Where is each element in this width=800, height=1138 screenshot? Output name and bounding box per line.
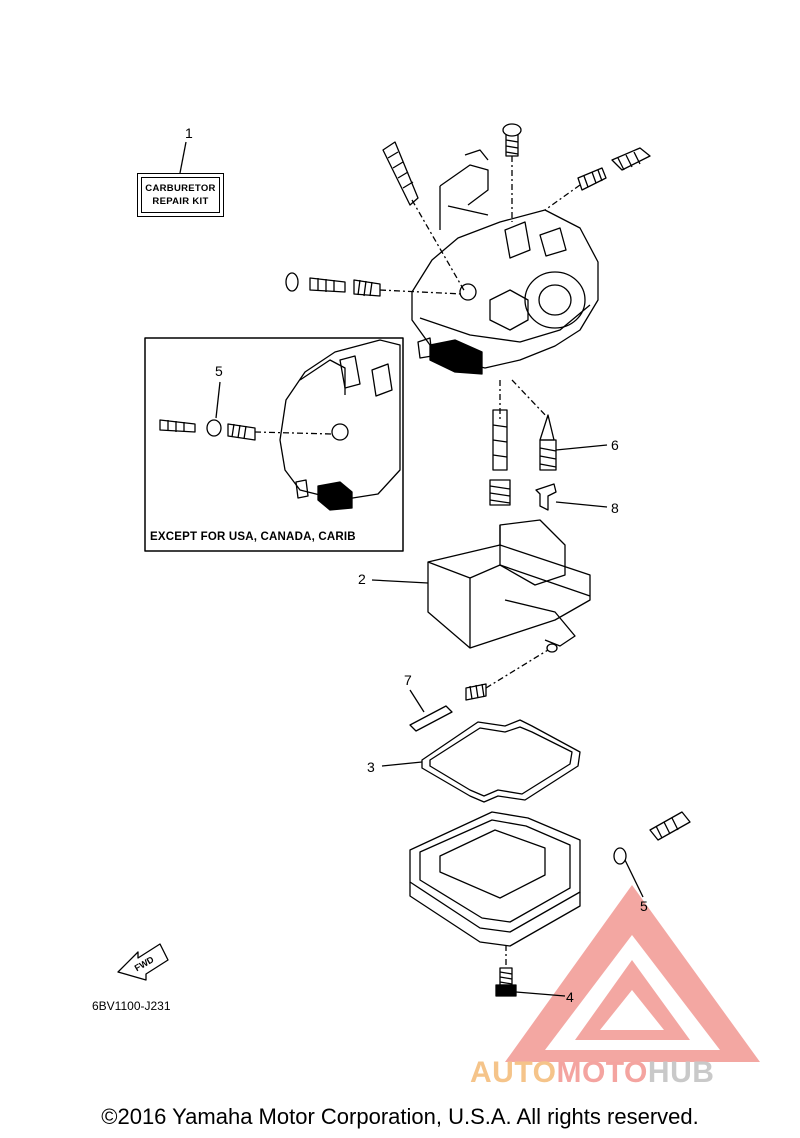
top-screw bbox=[502, 123, 522, 222]
callout-3: 3 bbox=[367, 759, 375, 775]
callout-2: 2 bbox=[358, 571, 366, 587]
inset-carburetor bbox=[159, 339, 401, 511]
callout-7: 7 bbox=[404, 672, 412, 688]
kit-label-line2: REPAIR KIT bbox=[152, 196, 209, 207]
carburetor-body bbox=[411, 149, 599, 375]
diagram-code: 6BV1100-J231 bbox=[92, 999, 171, 1013]
repair-kit-label: CARBURETOR REPAIR KIT bbox=[137, 173, 224, 217]
leader-line-1 bbox=[179, 141, 187, 174]
fwd-arrow-icon bbox=[117, 943, 169, 981]
callout-8: 8 bbox=[611, 500, 619, 516]
float-clip bbox=[535, 483, 608, 511]
float-pin-spring bbox=[465, 649, 549, 701]
float bbox=[371, 519, 591, 653]
gasket bbox=[381, 719, 581, 803]
callout-5-main: 5 bbox=[640, 898, 648, 914]
callout-1: 1 bbox=[185, 125, 193, 141]
watermark-brand: AUTOMOTOHUB bbox=[470, 1056, 714, 1090]
main-jet-assembly bbox=[489, 380, 511, 506]
brand-part-moto: MOTO bbox=[556, 1056, 648, 1089]
watermark-logo bbox=[505, 885, 760, 1062]
pilot-screw-assembly bbox=[544, 147, 651, 211]
brand-part-hub: HUB bbox=[647, 1056, 715, 1089]
jet-needle bbox=[382, 141, 466, 293]
inset-caption: EXCEPT FOR USA, CANADA, CARIB bbox=[150, 531, 356, 543]
callout-4: 4 bbox=[566, 989, 574, 1005]
float-bowl bbox=[409, 811, 581, 968]
kit-label-line1: CARBURETOR bbox=[145, 183, 216, 194]
brand-part-auto: AUTO bbox=[470, 1056, 557, 1089]
inset-frame bbox=[144, 337, 404, 552]
callout-5-inset: 5 bbox=[215, 363, 223, 379]
bowl-screw bbox=[495, 967, 566, 997]
drain-screw bbox=[613, 811, 691, 898]
throttle-stop-screw bbox=[285, 272, 463, 297]
needle-valve bbox=[511, 379, 608, 471]
copyright-notice: ©2016 Yamaha Motor Corporation, U.S.A. A… bbox=[101, 1104, 699, 1129]
float-pin bbox=[409, 689, 453, 732]
callout-6: 6 bbox=[611, 437, 619, 453]
